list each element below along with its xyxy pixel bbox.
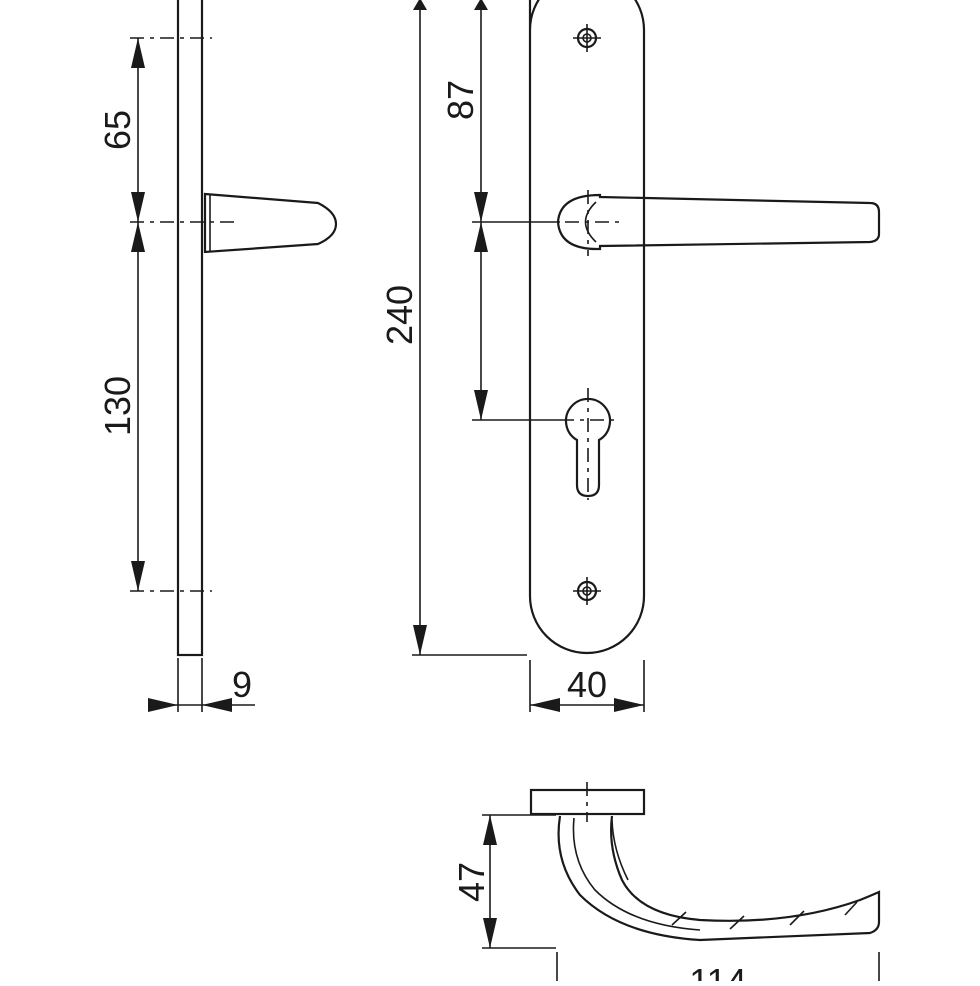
front-lever-handle — [556, 193, 881, 251]
dimension-65-label: 65 — [97, 110, 138, 150]
front-backplate — [528, 0, 646, 655]
dimension-130: 130 — [97, 222, 145, 591]
screw-top-icon — [573, 24, 601, 52]
dimension-87-label: 87 — [440, 80, 481, 120]
front-view: 240 87 — [379, 0, 881, 712]
top-view: 47 114 — [451, 782, 881, 986]
dimension-65: 65 — [97, 38, 145, 222]
dimension-87: 87 — [440, 0, 560, 421]
dimension-40-label: 40 — [567, 664, 607, 705]
dimension-240: 240 — [379, 0, 527, 656]
dimension-9: 9 — [148, 658, 255, 712]
side-handle-neck — [203, 192, 338, 254]
cylinder-hole — [564, 397, 612, 498]
dimension-47: 47 — [451, 814, 556, 949]
dimension-114-label: 114 — [689, 961, 746, 981]
dimension-130-label: 130 — [97, 376, 138, 436]
dimension-47-label: 47 — [451, 862, 492, 902]
top-lever-curve — [557, 815, 881, 942]
side-view: 65 130 9 — [97, 0, 338, 712]
dimension-40: 40 — [529, 660, 645, 712]
dimension-9-label: 9 — [232, 664, 252, 705]
dimension-114: 114 — [556, 952, 880, 986]
dimension-240-label: 240 — [379, 285, 420, 345]
screw-bottom-icon — [573, 577, 601, 605]
side-backplate — [176, 0, 204, 657]
